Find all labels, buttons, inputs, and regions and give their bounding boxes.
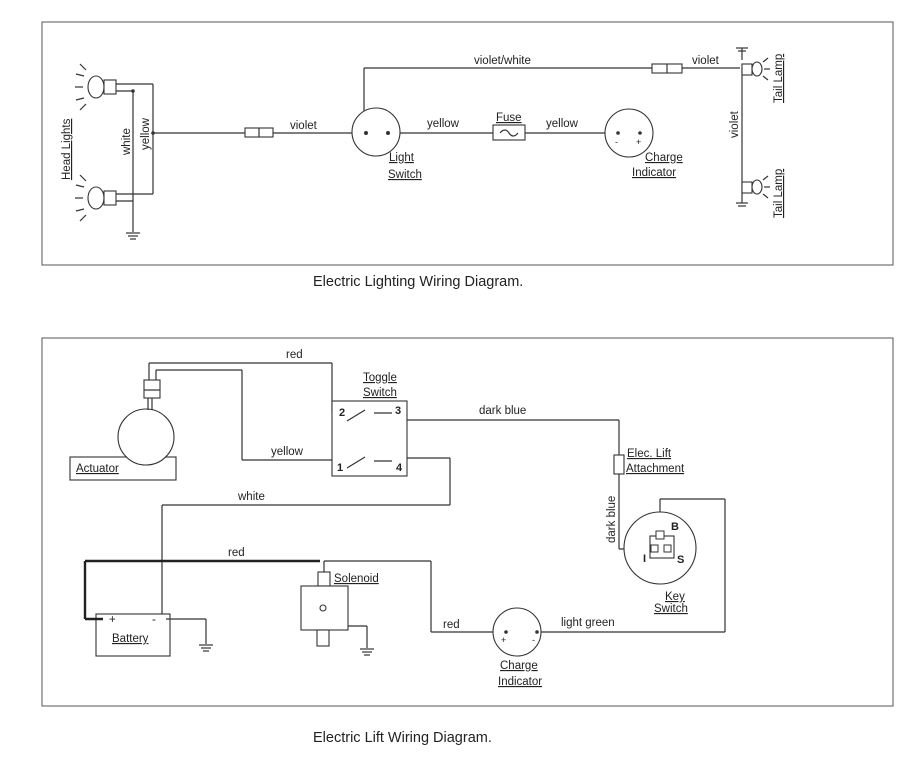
key-terminal-i: I [643, 553, 646, 565]
violet-vert-label: violet [729, 110, 741, 138]
battery [95, 613, 171, 657]
toggle-terminal-1: 1 [337, 462, 343, 474]
head-light-bottom [75, 174, 117, 222]
lift-diagram-frame [41, 337, 894, 707]
lift-caption: Electric Lift Wiring Diagram. [313, 730, 492, 746]
elec-lift-attachment-connector [613, 454, 625, 475]
head-lights-label: Head Lights [61, 118, 73, 180]
solenoid-terminal [317, 571, 331, 587]
elec-lift-label-1: Elec. Lift [627, 448, 672, 460]
violet-wire-label: violet [290, 120, 318, 132]
dark-blue-vert-label: dark blue [606, 496, 618, 543]
light-switch-label-2: Switch [388, 169, 422, 181]
battery-minus: - [152, 614, 156, 626]
key-switch-label-1: Key [665, 591, 685, 603]
red-top-label: red [286, 349, 303, 361]
actuator-label: Actuator [76, 463, 119, 475]
head-light-wiring [116, 83, 245, 232]
toggle-terminal-4: 4 [396, 462, 403, 474]
toggle-switch [331, 400, 408, 477]
yellow-wire-label-mid: yellow [427, 118, 460, 130]
tail-lamp-bottom [736, 175, 770, 207]
violet-top-label: violet [692, 55, 720, 67]
charge-indicator-lighting [604, 108, 654, 158]
toggle-label-1: Toggle [363, 372, 397, 384]
dark-blue-top-label: dark blue [479, 405, 526, 417]
charge-lift-minus: - [532, 635, 535, 645]
fuse-label: Fuse [496, 112, 522, 124]
battery-label: Battery [112, 633, 149, 645]
tail-lamp-top-label: Tail Lamp [773, 54, 785, 103]
actuator-connector [143, 379, 161, 399]
light-switch [351, 107, 401, 157]
charge-minus: - [615, 137, 618, 147]
charge-indicator-lift-label-2: Indicator [498, 676, 542, 688]
yellow-wire-label-left: yellow [140, 117, 152, 150]
toggle-label-2: Switch [363, 387, 397, 399]
charge-indicator-lift [492, 607, 542, 657]
light-switch-label-1: Light [389, 152, 415, 164]
elec-lift-label-2: Attachment [626, 463, 685, 475]
charge-indicator-label-1: Charge [645, 152, 683, 164]
key-switch-label-2: Switch [654, 603, 688, 615]
charge-indicator-lift-label-1: Charge [500, 660, 538, 672]
key-terminal-s: S [677, 554, 684, 566]
white-label: white [237, 491, 265, 503]
solenoid-mount [316, 629, 330, 647]
battery-plus: + [109, 614, 116, 626]
charge-plus: + [636, 137, 641, 147]
yellow-label: yellow [271, 446, 304, 458]
head-light-top [75, 63, 117, 111]
red-low-label: red [443, 619, 460, 631]
ground-symbol [126, 232, 140, 240]
charge-indicator-label-2: Indicator [632, 167, 676, 179]
toggle-terminal-3: 3 [395, 405, 401, 417]
yellow-wire-label-right: yellow [546, 118, 579, 130]
tail-lamp-top [736, 47, 770, 81]
violet-white-label: violet/white [474, 55, 531, 67]
lighting-caption: Electric Lighting Wiring Diagram. [313, 274, 523, 290]
actuator [117, 408, 175, 466]
tail-lamp-bottom-label: Tail Lamp [773, 169, 785, 218]
lighting-diagram-frame [41, 21, 894, 266]
solenoid-ground [360, 648, 374, 656]
red-mid-label: red [228, 547, 245, 559]
key-terminal-b: B [671, 521, 679, 533]
light-green-label: light green [561, 617, 615, 629]
toggle-terminal-2: 2 [339, 407, 345, 419]
battery-ground [199, 644, 213, 652]
solenoid-label: Solenoid [334, 573, 379, 585]
white-wire-label: white [121, 128, 133, 156]
charge-lift-plus: + [501, 635, 506, 645]
